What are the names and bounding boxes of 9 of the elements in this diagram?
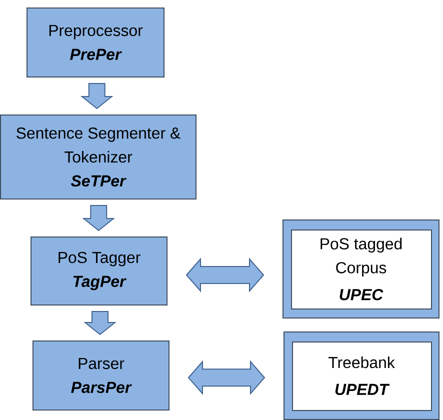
process-box: PoS Tagger TagPer xyxy=(30,236,168,306)
framed-box: Treebank UPEDT xyxy=(284,332,440,420)
process-box: Sentence Segmenter & Tokenizer SeTPer xyxy=(0,114,196,200)
block-arrow xyxy=(82,205,116,232)
framed-box: PoS tagged Corpus UPEC xyxy=(282,220,440,318)
block-arrow xyxy=(80,83,114,110)
process-box: Preprocessor PrePer xyxy=(26,8,164,78)
block-arrow xyxy=(84,311,116,336)
process-box: Parser ParsPer xyxy=(32,340,170,410)
